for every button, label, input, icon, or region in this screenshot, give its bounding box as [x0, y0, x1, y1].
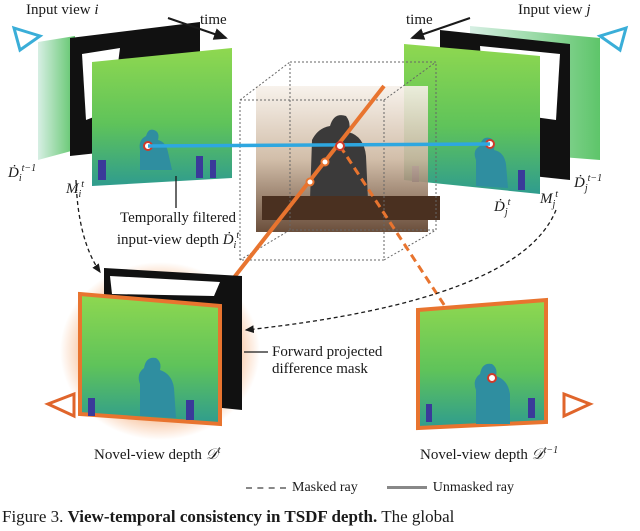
label-d-i-prev-sub: i — [18, 173, 22, 184]
label-m-j: Mjt — [540, 186, 558, 213]
left-input-stack — [38, 22, 232, 186]
novel-right-person — [474, 363, 510, 424]
novel-view-left — [60, 262, 260, 440]
left-depth-bottle-c — [210, 160, 216, 178]
label-m-i-sym: M — [66, 181, 79, 197]
left-depth-bottle-a — [98, 160, 106, 180]
label-input-view-i-text: Input view — [26, 2, 91, 18]
label-input-view-j: Input view j — [518, 2, 591, 19]
label-m-j-sup: t — [555, 189, 559, 200]
ray-sample-a — [335, 141, 345, 151]
time-arrow-left — [167, 17, 228, 40]
label-d-j-prev-sup: t−1 — [587, 173, 603, 184]
label-d-j-prev-sub: j — [584, 183, 588, 194]
cube-edge-bl — [239, 229, 291, 261]
unmasked-ray-blue — [147, 142, 491, 148]
caption-rest: The global — [381, 507, 455, 526]
camera-icon-j — [596, 25, 629, 53]
arrow-rightmask-to-novel — [244, 209, 557, 334]
label-forward: Forward projected difference mask — [272, 344, 382, 378]
label-novel-left-sym: 𝒟 — [205, 447, 218, 463]
label-forward-line2: difference mask — [272, 361, 368, 377]
right-depth-person — [474, 137, 508, 188]
legend-masked-swatch — [246, 486, 286, 489]
label-novel-left: Novel-view depth 𝒟t — [94, 442, 220, 464]
novel-right-depth — [416, 297, 548, 431]
novel-left-bottle-a — [88, 398, 95, 416]
time-arrow-right — [410, 17, 471, 40]
label-d-i-prev-sup: t−1 — [21, 163, 37, 174]
novel-view-right — [416, 297, 548, 431]
cube-edge-br — [383, 229, 437, 261]
left-depth-bottle-b — [196, 156, 203, 178]
label-input-view-i-var: i — [94, 2, 99, 18]
label-m-i: Mit — [66, 176, 84, 203]
left-depth-frame — [92, 48, 232, 186]
left-back-frame — [38, 36, 75, 160]
cube-edge-tr — [383, 61, 437, 101]
novel-right-hit-point — [487, 373, 497, 383]
label-d-j-prev: Ḋjt−1 — [574, 170, 602, 197]
camera-icon-i — [11, 25, 44, 53]
right-input-stack — [404, 26, 600, 194]
novel-right-bottle-a — [426, 404, 432, 422]
label-input-view-j-var: j — [586, 2, 591, 18]
label-d-j-sym: Ḋ — [494, 199, 505, 215]
novel-left-mask-white — [110, 276, 220, 296]
label-novel-right-text: Novel-view depth — [420, 447, 528, 463]
novel-left-bottle-b — [186, 400, 194, 420]
novel-left-person — [138, 357, 176, 418]
caption-bold: View-temporal consistency in TSDF depth. — [67, 507, 378, 526]
label-filtered: Temporally filtered input-view depth Ḋit — [98, 210, 258, 254]
label-m-j-sym: M — [540, 191, 553, 207]
ray-sample-c — [305, 177, 315, 187]
label-filtered-line2-wrap: input-view depth Ḋit — [98, 227, 258, 254]
right-depth-bottle-b — [518, 170, 525, 190]
legend-unmasked-swatch — [386, 486, 427, 490]
scene-person — [310, 115, 368, 200]
label-input-view-i: Input view i — [26, 2, 99, 19]
novel-right-bottle-b — [528, 398, 535, 418]
figure-caption: Figure 3. View-temporal consistency in T… — [2, 506, 640, 528]
label-filtered-line2: input-view depth — [116, 232, 219, 248]
cube-edge-tl — [239, 61, 291, 101]
label-d-j-sup: t — [507, 197, 511, 208]
label-input-view-j-text: Input view — [518, 2, 583, 18]
label-m-i-sup: t — [81, 179, 85, 190]
label-time-right: time — [406, 12, 433, 28]
label-novel-right: Novel-view depth 𝒟t−1 — [420, 442, 558, 464]
legend-unmasked-label: Unmasked ray — [432, 480, 514, 495]
label-novel-right-sup: t−1 — [543, 445, 559, 456]
ray-sample-b — [320, 157, 330, 167]
label-d-j-prev-sym: Ḋ — [574, 175, 585, 191]
caption-prefix: Figure 3. — [2, 507, 64, 526]
label-novel-left-sup: t — [217, 445, 221, 456]
label-novel-right-sym: 𝒟 — [531, 447, 544, 463]
label-filtered-sym: Ḋ — [222, 232, 234, 248]
label-m-j-sub: j — [552, 199, 556, 210]
camera-icon-novel-left — [44, 391, 76, 419]
legend-masked-label: Masked ray — [292, 480, 358, 495]
scene-table — [262, 196, 440, 220]
label-time-left: time — [200, 12, 227, 28]
legend: Masked ray Unmasked ray — [246, 480, 514, 496]
label-d-j-sub: j — [504, 207, 508, 218]
label-d-i-prev: Ḋit−1 — [8, 160, 36, 187]
label-filtered-sub: i — [233, 240, 237, 251]
masked-ray-orange — [338, 145, 494, 379]
right-depth-frame — [404, 44, 540, 194]
label-forward-line1: Forward projected — [272, 344, 383, 360]
label-m-i-sub: i — [78, 189, 82, 200]
scene-cube — [239, 61, 440, 261]
left-depth-person — [139, 129, 172, 170]
label-d-i-prev-sym: Ḋ — [8, 165, 19, 181]
label-filtered-line1: Temporally filtered — [120, 210, 236, 226]
label-d-j: Ḋjt — [494, 194, 510, 221]
camera-icon-novel-right — [562, 391, 594, 419]
label-novel-left-text: Novel-view depth — [94, 447, 202, 463]
label-filtered-sup: t — [236, 230, 240, 241]
